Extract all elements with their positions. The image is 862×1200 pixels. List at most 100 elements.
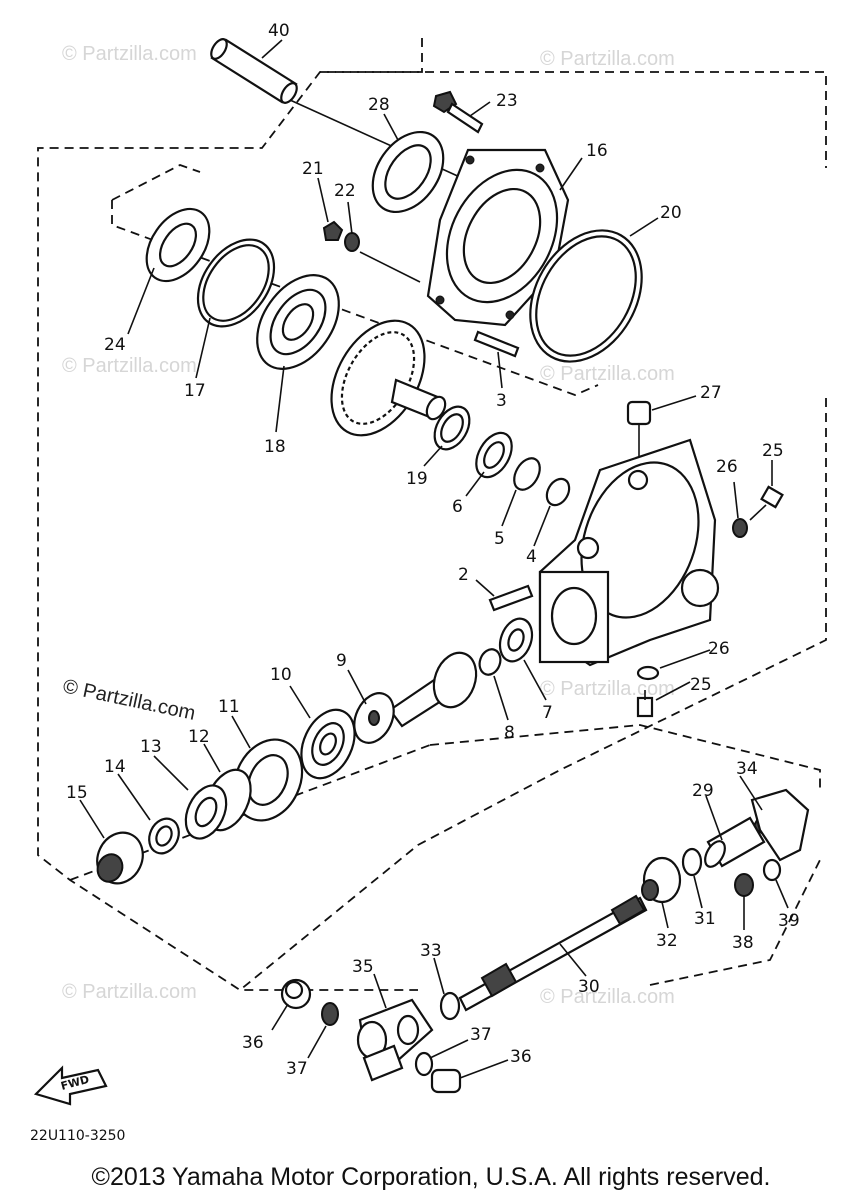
part-16-bearing-housing: [426, 148, 570, 327]
part-2-stud: [488, 584, 534, 612]
part-10-bearing: [300, 708, 356, 780]
watermark: © Partzilla.com: [540, 986, 675, 1008]
watermark: © Partzilla.com: [540, 678, 675, 700]
callout-14: 14: [104, 757, 126, 777]
exploded-parts-diagram: © Partzilla.com © Partzilla.com © Partzi…: [33, 21, 827, 1106]
callout-29: 29: [692, 781, 714, 801]
part-26-washer: [636, 665, 660, 681]
callout-39: 39: [778, 911, 800, 931]
part-35-universal-joint: [356, 998, 434, 1082]
part-4-collar: [545, 477, 571, 507]
callout-13: 13: [140, 737, 162, 757]
callout-20: 20: [660, 203, 682, 223]
callout-30: 30: [578, 977, 600, 997]
copyright-notice: ©2013 Yamaha Motor Corporation, U.S.A. A…: [91, 1163, 771, 1191]
callout-4: 4: [526, 547, 537, 567]
callout-37: 37: [286, 1059, 308, 1079]
callout-9: 9: [336, 651, 347, 671]
part-33-circlip: [439, 991, 461, 1021]
callout-33: 33: [420, 941, 442, 961]
callout-6: 6: [452, 497, 463, 517]
part-7-bearing: [498, 617, 534, 663]
watermark: © Partzilla.com: [62, 981, 197, 1003]
part-23-bolt: [432, 90, 484, 134]
callout-35: 35: [352, 957, 374, 977]
callout-34: 34: [736, 759, 758, 779]
callout-labels: 40 28 23 16 21 22 20 24 17 18 3 27 19 6 …: [66, 21, 800, 1079]
callout-15: 15: [66, 783, 88, 803]
callout-27: 27: [700, 383, 722, 403]
part-24-oil-seal: [145, 207, 211, 283]
part-30-drive-shaft: [458, 894, 648, 1012]
callout-7: 7: [542, 703, 553, 723]
callout-12: 12: [188, 727, 210, 747]
part-18-bearing: [256, 274, 340, 370]
part-31-collar: [681, 847, 703, 877]
callout-25: 25: [762, 441, 784, 461]
callout-28: 28: [368, 95, 390, 115]
part-29-sleeve: [704, 816, 766, 868]
part-15-coupling: [96, 831, 144, 885]
part-36-bearing-cap: [280, 978, 312, 1010]
gear-case: [538, 438, 720, 667]
callout-8: 8: [504, 723, 515, 743]
part-37-circlip: [414, 1051, 434, 1077]
part-22-washer: [344, 232, 421, 283]
callout-5: 5: [494, 529, 505, 549]
part-3-stud: [473, 330, 520, 358]
watermark: © Partzilla.com: [62, 355, 197, 377]
callout-31: 31: [694, 909, 716, 929]
callout-25-lower: 25: [690, 675, 712, 695]
part-8-collar: [478, 648, 502, 676]
part-14-collar: [148, 817, 180, 855]
callout-38: 38: [732, 933, 754, 953]
callout-18: 18: [264, 437, 286, 457]
callout-3: 3: [496, 391, 507, 411]
forward-arrow-icon: FWD: [33, 1065, 108, 1106]
part-6-bearing: [475, 431, 513, 479]
assembly-outline: [37, 38, 827, 991]
part-27-cap: [626, 400, 652, 470]
callout-24: 24: [104, 335, 126, 355]
part-25-bolt: [749, 485, 784, 521]
part-19-shim: [433, 405, 471, 451]
part-17-shim: [196, 238, 276, 328]
callout-26: 26: [716, 457, 738, 477]
part-38-nut: [734, 873, 754, 897]
watermark: © Partzilla.com: [540, 363, 675, 385]
callout-26-lower: 26: [708, 639, 730, 659]
part-20-o-ring: [529, 229, 643, 363]
callout-36: 36: [242, 1033, 264, 1053]
callout-23: 23: [496, 91, 518, 111]
callout-37-right: 37: [470, 1025, 492, 1045]
callout-21: 21: [302, 159, 324, 179]
part-13-oil-seal: [184, 784, 228, 840]
callout-10: 10: [270, 665, 292, 685]
part-21-nut: [322, 220, 344, 241]
ring-gear: [330, 319, 447, 437]
callout-2: 2: [458, 565, 469, 585]
callout-36-right: 36: [510, 1047, 532, 1067]
bracket-plate: [750, 788, 810, 862]
callout-22: 22: [334, 181, 356, 201]
leader-lines: [79, 39, 789, 1079]
part-25-bolt: [636, 690, 654, 718]
part-36-bearing-cap: [430, 1068, 462, 1094]
part-37-circlip: [321, 1002, 339, 1026]
part-5-race: [513, 457, 541, 491]
drive-pinion-gear: [388, 651, 478, 728]
watermark: © Partzilla.com: [540, 48, 675, 70]
part-39-washer: [762, 858, 782, 882]
callout-11: 11: [218, 697, 240, 717]
watermark: © Partzilla.com: [61, 675, 197, 725]
drawing-code: 22U110-3250: [30, 1128, 126, 1144]
part-32-coupling: [641, 856, 682, 904]
part-9-shim: [353, 692, 395, 744]
part-11-bearing-retainer: [232, 738, 304, 822]
part-26-washer: [732, 518, 748, 538]
callout-40: 40: [268, 21, 290, 41]
watermark: © Partzilla.com: [62, 43, 197, 65]
part-28-oil-seal: [371, 130, 445, 214]
part-40-pin: [210, 38, 463, 179]
callout-17: 17: [184, 381, 206, 401]
